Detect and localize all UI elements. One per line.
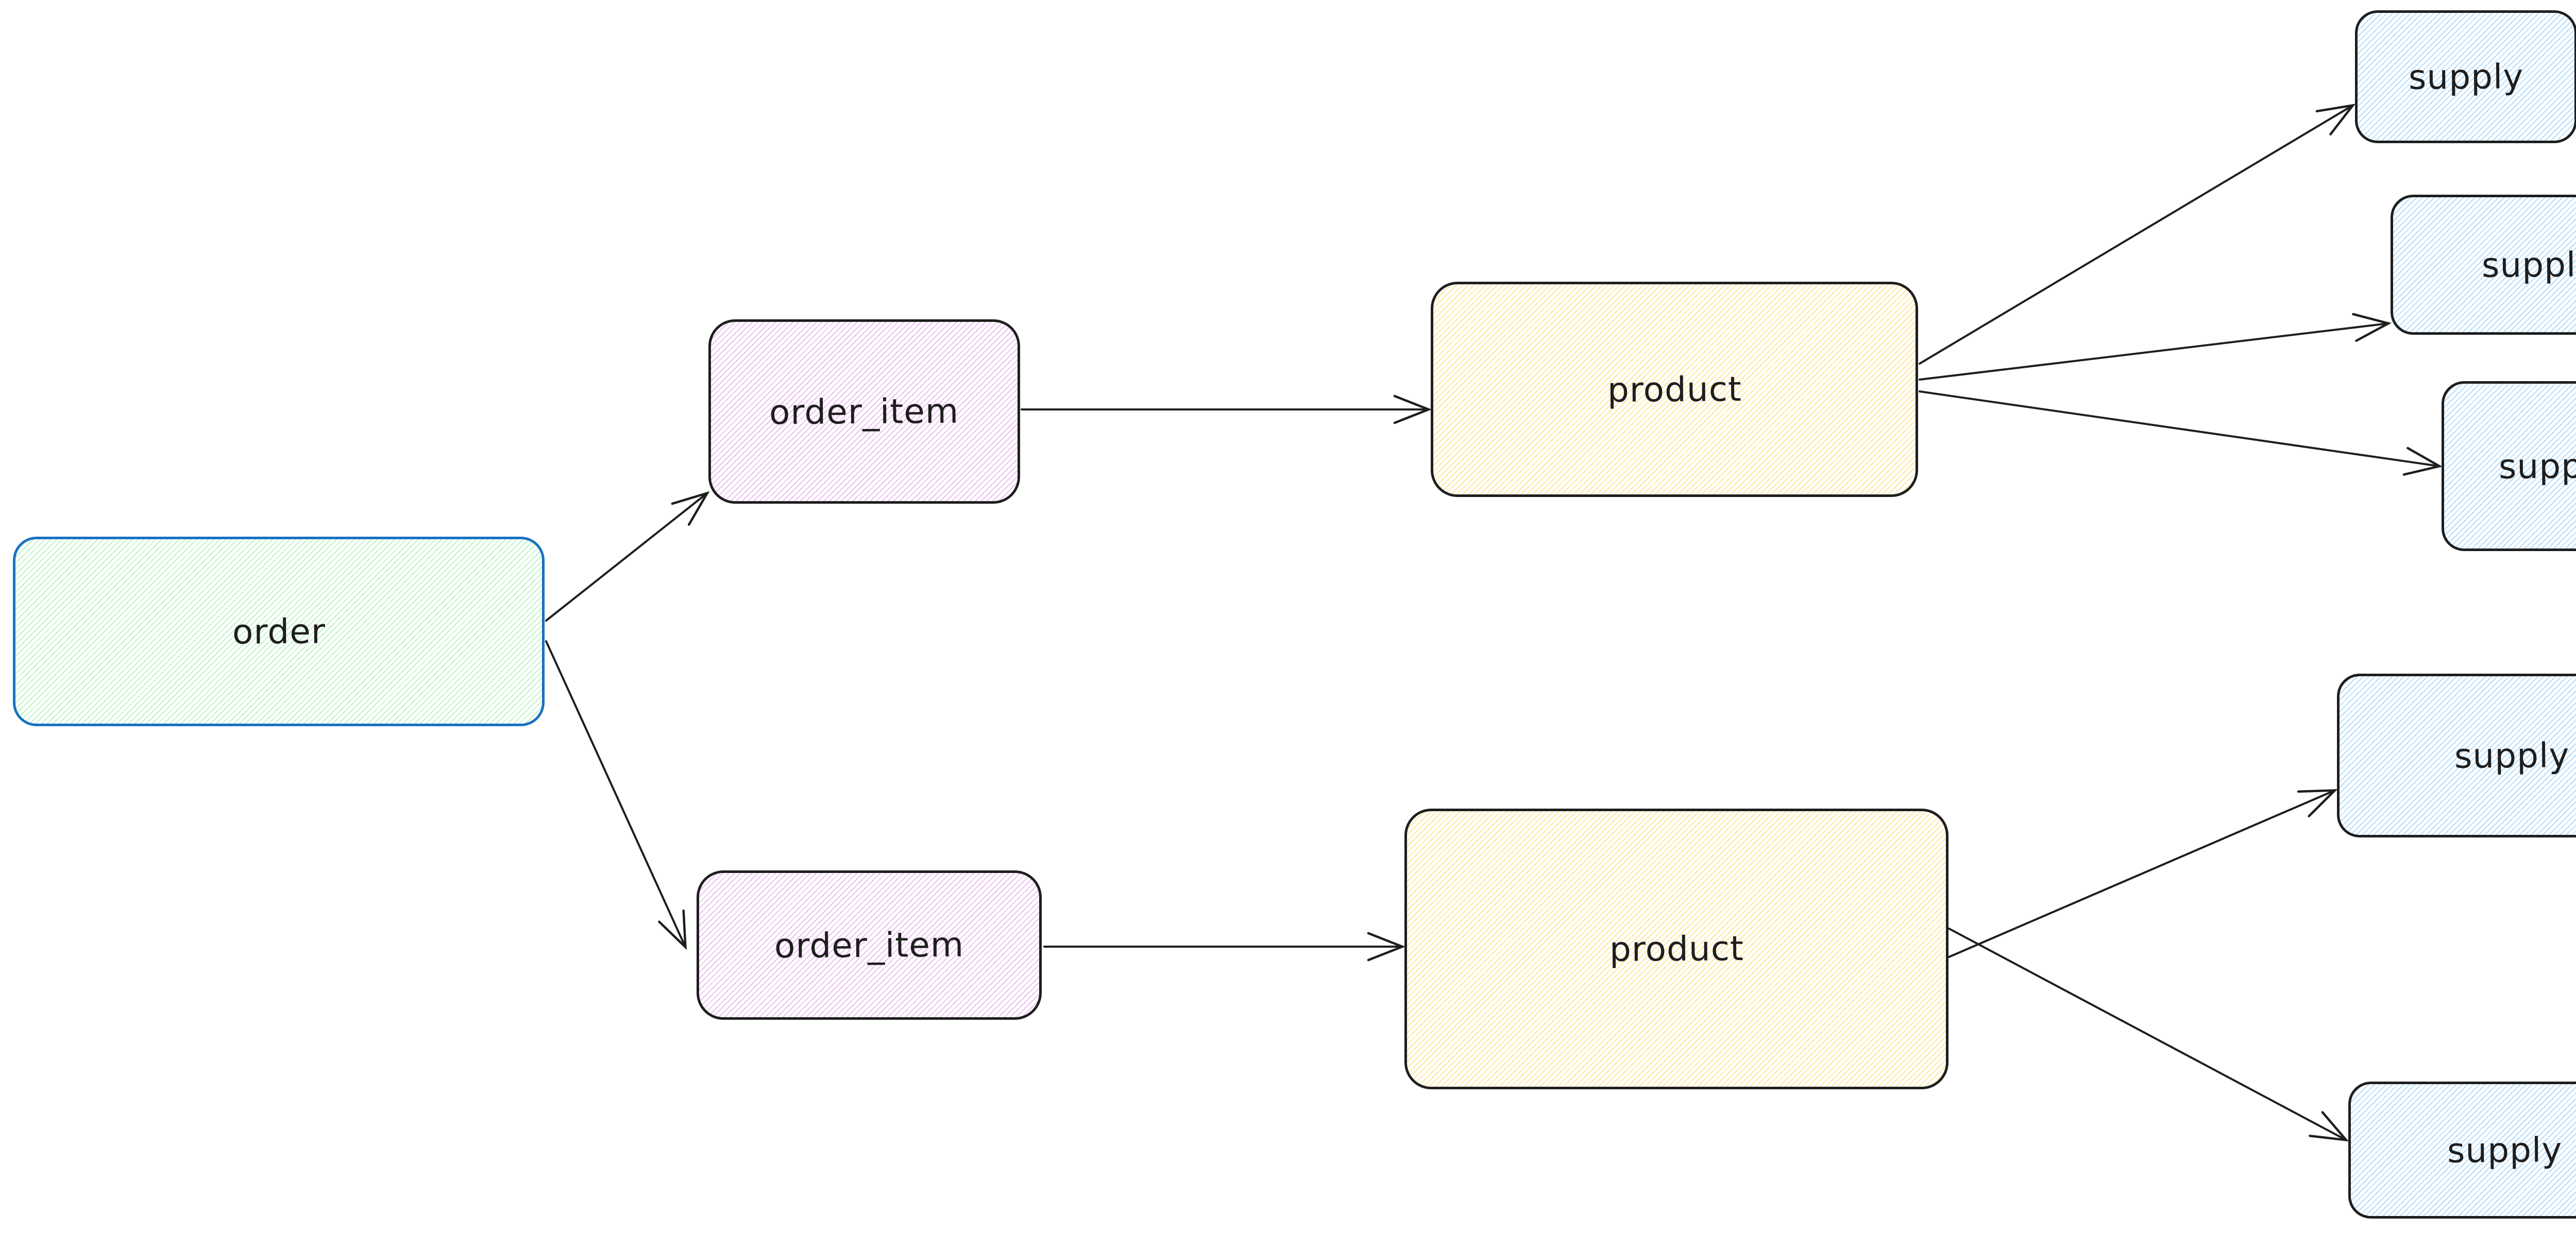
- node-order-item-1-label: order_item: [769, 391, 959, 432]
- node-supply-3-label: supply: [2498, 446, 2576, 487]
- node-order-item-2[interactable]: order_item: [697, 870, 1042, 1020]
- arrow-product-1-to-supply-1[interactable]: [1919, 104, 2356, 365]
- node-supply-2[interactable]: supply: [2391, 195, 2576, 335]
- node-supply-4[interactable]: supply: [2337, 674, 2576, 837]
- arrow-product-1-to-supply-2[interactable]: [1919, 313, 2392, 381]
- node-product-1[interactable]: product: [1431, 282, 1918, 497]
- node-supply-1[interactable]: supply: [2355, 10, 2576, 143]
- arrow-order-to-order-item-2[interactable]: [545, 640, 687, 950]
- node-supply-5[interactable]: supply: [2348, 1082, 2576, 1219]
- arrow-product-1-to-supply-3[interactable]: [1919, 390, 2443, 476]
- node-supply-5-label: supply: [2447, 1129, 2563, 1171]
- arrow-order-to-order-item-1[interactable]: [545, 491, 710, 622]
- node-order-label: order: [232, 611, 326, 652]
- node-supply-4-label: supply: [2454, 735, 2570, 776]
- arrow-product-2-to-supply-4[interactable]: [1948, 789, 2338, 958]
- node-product-1-label: product: [1607, 369, 1742, 410]
- node-supply-3[interactable]: supply: [2442, 381, 2576, 551]
- node-order-item-1[interactable]: order_item: [708, 319, 1020, 504]
- arrow-product-2-to-supply-5[interactable]: [1948, 928, 2349, 1142]
- node-product-2-label: product: [1609, 929, 1744, 969]
- node-order-item-2-label: order_item: [774, 924, 964, 966]
- node-order[interactable]: order: [13, 537, 545, 726]
- node-supply-1-label: supply: [2408, 56, 2524, 97]
- node-product-2[interactable]: product: [1404, 809, 1948, 1089]
- node-supply-2-label: supply: [2481, 244, 2576, 285]
